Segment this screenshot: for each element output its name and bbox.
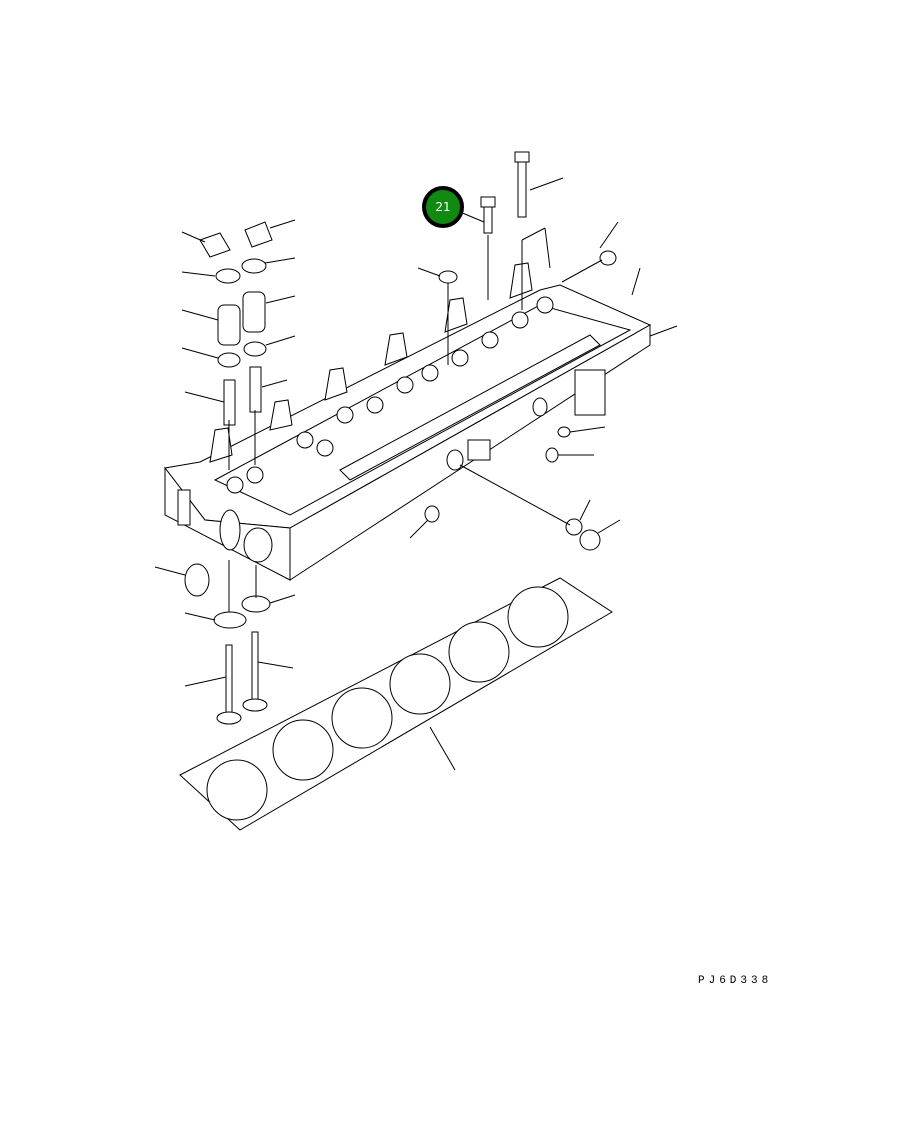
cylinder-head — [164, 262, 652, 581]
callout-bubble[interactable]: 21 — [422, 186, 464, 228]
head-gasket — [179, 577, 613, 831]
valve-parts — [184, 151, 617, 725]
drawing-code: PJ6D338 — [698, 975, 773, 987]
rocker-pedestals — [209, 262, 533, 463]
leader-lines — [154, 177, 678, 771]
valve-ports — [226, 296, 554, 494]
